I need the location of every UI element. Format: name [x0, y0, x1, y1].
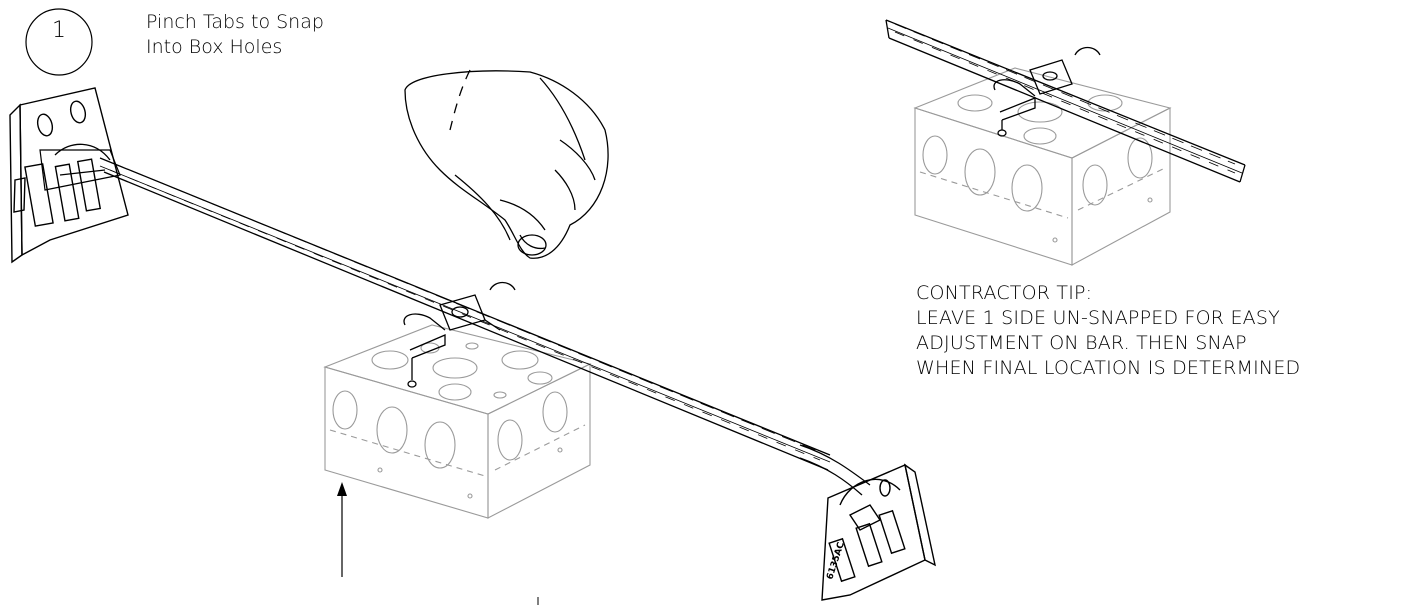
inset-junction-box — [913, 67, 1172, 266]
left-mounting-bracket — [9, 87, 129, 264]
step-caption-line-1: Pinch Tabs to Snap — [146, 11, 324, 33]
inset-box-clip — [993, 46, 1101, 137]
right-mounting-bracket — [821, 463, 936, 601]
tip-line-3: WHEN FINAL LOCATION IS DETERMINED — [916, 357, 1301, 379]
step-caption: Pinch Tabs to Snap Into Box Holes — [146, 10, 324, 60]
tip-line-1: LEAVE 1 SIDE UN-SNAPPED FOR EASY — [916, 307, 1280, 329]
tip-line-2: ADJUSTMENT ON BAR. THEN SNAP — [916, 332, 1247, 354]
contractor-tip: CONTRACTOR TIP: LEAVE 1 SIDE UN-SNAPPED … — [916, 281, 1300, 381]
step-caption-line-2: Into Box Holes — [146, 36, 283, 58]
inset-bar-hanger — [885, 19, 1246, 183]
bracket-label: 6135AC — [825, 541, 847, 581]
tip-heading: CONTRACTOR TIP: — [916, 282, 1093, 304]
step-number: 1 — [52, 18, 66, 43]
step-number-circle — [25, 8, 93, 76]
push-arrow — [337, 482, 347, 577]
junction-box — [323, 324, 592, 519]
box-clip — [403, 281, 516, 388]
pinching-hand — [404, 69, 609, 259]
bar-hanger — [39, 143, 871, 496]
